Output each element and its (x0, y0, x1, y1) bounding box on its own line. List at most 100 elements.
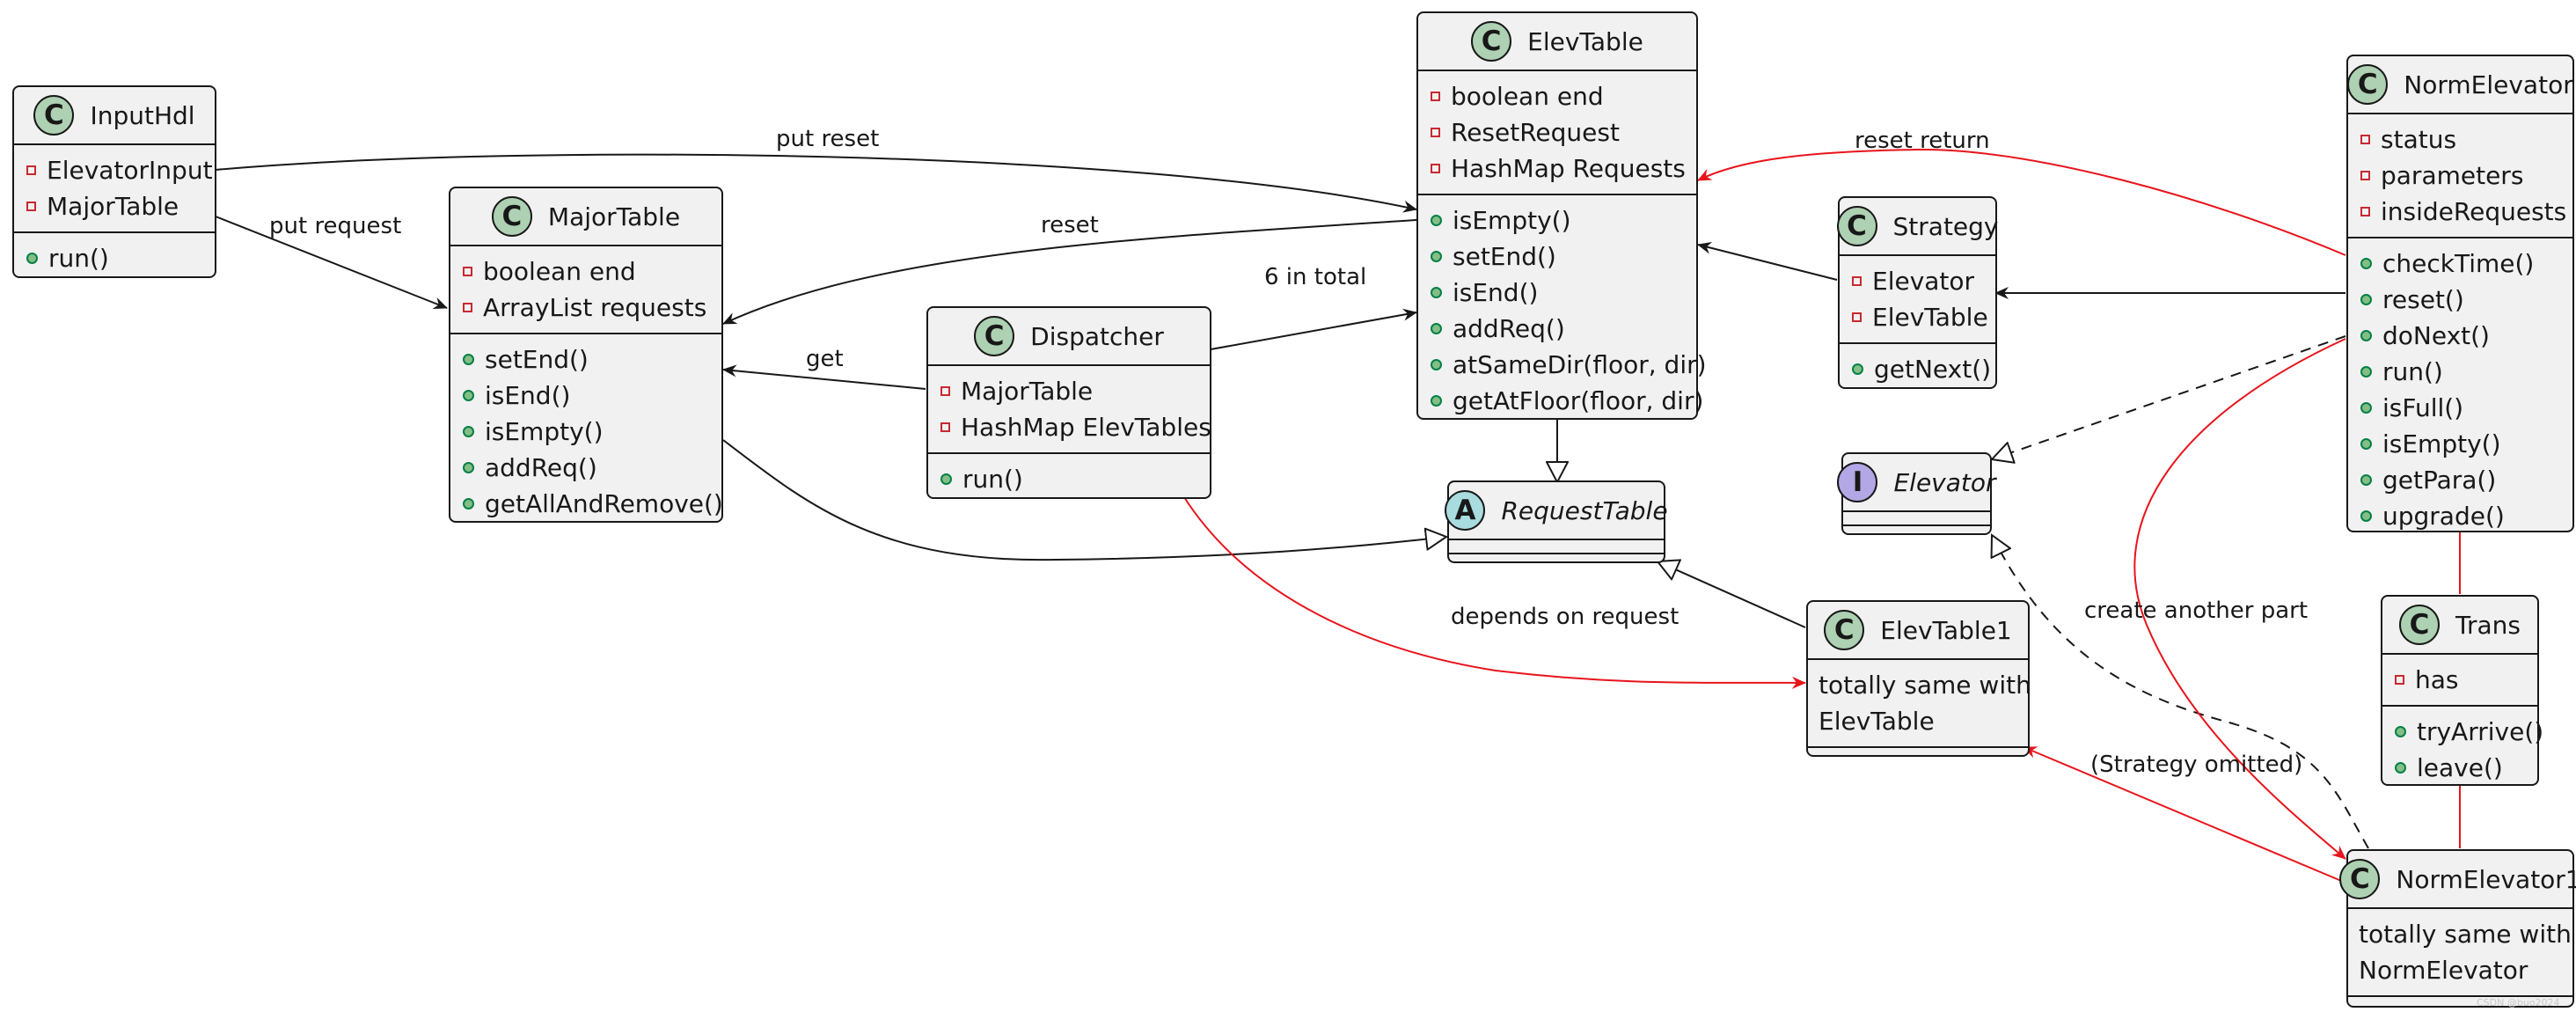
edge-put-reset (215, 153, 1417, 213)
method: isFull() (2382, 393, 2464, 422)
class-body-line: totally same with (1819, 671, 2031, 700)
class-name: ElevTable (1527, 26, 1643, 56)
private-icon (1852, 312, 1862, 322)
class-badge-icon: C (1836, 206, 1877, 246)
edge-strategy-elevtable (1697, 241, 1838, 281)
attribute: ResetRequest (1451, 118, 1620, 147)
method: getPara() (2382, 466, 2497, 495)
public-icon (2360, 510, 2372, 522)
class-body-line: totally same with (2359, 920, 2572, 949)
method: tryArrive() (2417, 717, 2544, 746)
method: addReq() (485, 453, 597, 482)
attribute: ElevatorInput (47, 156, 213, 185)
method: setEnd() (1453, 242, 1556, 271)
label-depends-on-request: depends on request (1451, 604, 1680, 630)
attribute: MajorTable (961, 377, 1094, 406)
class-badge-icon: C (974, 316, 1015, 356)
empty-methods (1843, 526, 1990, 539)
class-body-line: ElevTable (1819, 707, 1935, 736)
empty-attributes (1843, 512, 1990, 526)
class-badge-icon: C (2399, 605, 2440, 645)
method: addReq() (1453, 314, 1565, 343)
class-name: ElevTable1 (1880, 615, 2012, 645)
class-badge-icon: C (491, 196, 532, 237)
class-badge-icon: C (33, 95, 75, 136)
public-icon (1431, 251, 1442, 262)
method: reset() (2382, 285, 2464, 314)
class-inputhdl[interactable]: C InputHdl ElevatorInput MajorTable run() (12, 85, 216, 278)
public-icon (1431, 359, 1442, 370)
public-icon (463, 426, 474, 437)
class-elevtable1[interactable]: C ElevTable1 totally same with ElevTable (1806, 600, 2031, 760)
method: doNext() (2382, 321, 2490, 350)
public-icon (1852, 363, 1863, 375)
class-trans[interactable]: C Trans has tryArrive() leave() (2381, 595, 2543, 786)
private-icon (1431, 92, 1440, 101)
label-put-request: put request (269, 213, 402, 239)
label-reset: reset (1041, 212, 1099, 238)
edge-elevtable1-inherits (1658, 561, 1806, 628)
attribute: ElevTable (1872, 303, 1988, 332)
method: checkTime() (2382, 249, 2535, 278)
label-six-in-total: 6 in total (1264, 264, 1367, 290)
method: isEmpty() (485, 417, 604, 446)
class-badge-icon: A (1445, 490, 1486, 531)
public-icon (2360, 330, 2372, 341)
class-name: Elevator (1893, 467, 1996, 497)
attribute: has (2415, 665, 2459, 694)
class-name: NormElevator1 (2396, 864, 2576, 894)
class-badge-icon: C (1471, 21, 1512, 62)
class-badge-icon: C (2347, 64, 2389, 105)
empty-methods (1808, 748, 2028, 760)
private-icon (2360, 135, 2370, 144)
class-name: InputHdl (90, 100, 195, 130)
private-icon (940, 386, 950, 396)
edge-normelevator-realizes (1992, 335, 2346, 459)
watermark: CSDN @buo2024 (2477, 997, 2560, 1008)
private-icon (2360, 171, 2370, 180)
edge-normelevator-to-normelevator1 (2133, 338, 2346, 860)
method: getAtFloor(floor, dir) (1453, 386, 1704, 415)
method: isEmpty() (1453, 206, 1571, 235)
public-icon (2360, 258, 2372, 269)
public-icon (1431, 287, 1442, 298)
method: run() (48, 244, 109, 273)
private-icon (26, 165, 36, 175)
method: leave() (2417, 753, 2503, 782)
class-badge-icon: C (1824, 610, 1865, 650)
method: isEmpty() (2382, 429, 2501, 458)
public-icon (2395, 726, 2406, 737)
label-strategy-omitted: (Strategy omitted) (2090, 752, 2303, 778)
class-name: Strategy (1892, 211, 1999, 241)
public-icon (2360, 294, 2372, 305)
public-icon (2360, 474, 2372, 486)
public-icon (1431, 395, 1442, 407)
edge-normelevator1-realizes (1992, 535, 2369, 849)
public-icon (940, 473, 952, 485)
public-icon (463, 462, 474, 473)
private-icon (2395, 675, 2404, 685)
edge-depends-on-request (1183, 496, 1806, 689)
public-icon (463, 498, 474, 510)
public-icon (1431, 323, 1442, 334)
attribute: HashMap Requests (1451, 154, 1686, 183)
method: run() (962, 465, 1023, 494)
edge-reset-return (1697, 148, 2346, 256)
attribute: MajorTable (47, 192, 179, 221)
edge-get (722, 364, 926, 390)
private-icon (1852, 276, 1862, 286)
class-name: NormElevator (2404, 70, 2573, 99)
private-icon (1431, 128, 1440, 137)
public-icon (2360, 438, 2372, 450)
public-icon (2395, 762, 2406, 774)
edge-strategy-omitted (2023, 746, 2346, 884)
class-name: Trans (2455, 610, 2521, 640)
